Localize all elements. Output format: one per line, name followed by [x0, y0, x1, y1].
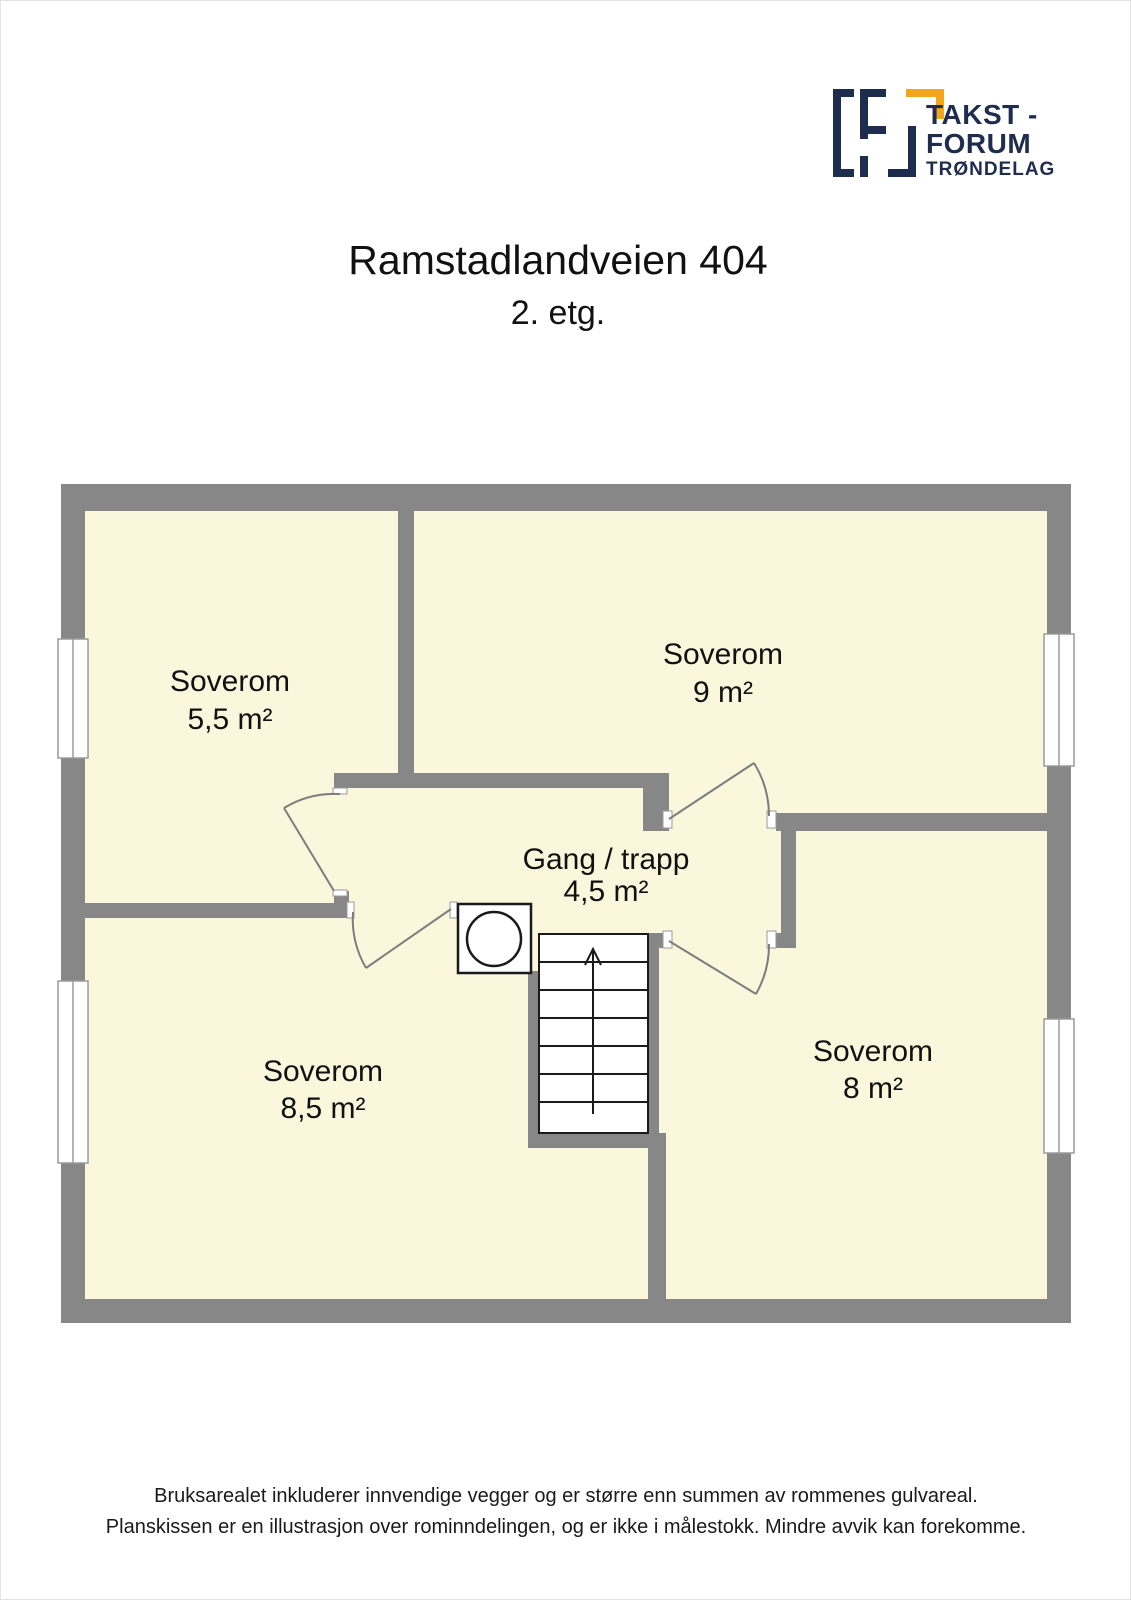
door-jambs — [332, 787, 777, 949]
room-area-bedroom85: 8,5 m² — [280, 1092, 365, 1125]
wall-between-top-bedrooms — [398, 511, 414, 773]
door-swing-bedroom9 — [668, 762, 771, 820]
wall-stub-right-of-door8 — [771, 933, 796, 948]
disclaimer: Bruksarealet inkluderer innvendige vegge… — [106, 1485, 1026, 1538]
logo-corner-accent — [906, 89, 944, 119]
door-jamb — [662, 930, 673, 949]
wall-bedroom85-bedroom8 — [648, 1133, 666, 1299]
windows — [57, 633, 1075, 1164]
page-title: Ramstadlandveien 404 — [348, 237, 767, 283]
room-area-hall: 4,5 m² — [563, 875, 648, 908]
floorplan-brackets-icon — [833, 89, 916, 177]
staircase-icon — [538, 933, 649, 1134]
room-label-bedroom8: Soverom — [813, 1035, 933, 1068]
wall-outer-bottom — [61, 1299, 1071, 1323]
door-jamb — [662, 810, 673, 829]
takstforum-logo: TAKST - FORUM TRØNDELAG — [833, 89, 1055, 180]
door-jamb — [766, 930, 777, 949]
wall-stair-right — [648, 933, 659, 1148]
wall-outer-right — [1047, 484, 1071, 1323]
wall-bedroom9-bedroom8 — [776, 813, 1047, 831]
door-swing-bedroom8 — [668, 940, 771, 995]
chimney-icon — [456, 902, 533, 975]
room-area-bedroom55: 5,5 m² — [187, 703, 272, 736]
logo-text-line2: FORUM — [926, 128, 1031, 159]
door-swing-bedroom55 — [283, 792, 341, 892]
wall-stair-bottom — [528, 1133, 659, 1148]
wall-hall-top — [334, 773, 669, 788]
walls — [61, 484, 1071, 1323]
room-label-bedroom9: Soverom — [663, 638, 783, 671]
door-jamb — [766, 810, 777, 829]
disclaimer-line1: Bruksarealet inkluderer innvendige vegge… — [154, 1485, 978, 1507]
logo-text-line3: TRØNDELAG — [926, 159, 1055, 180]
page-subtitle: 2. etg. — [511, 294, 606, 332]
logo-text-line1: TAKST - — [926, 99, 1038, 130]
room-area-bedroom9: 9 m² — [693, 676, 753, 709]
wall-outer-left — [61, 484, 85, 1323]
wall-hall-right — [781, 831, 796, 933]
disclaimer-line2: Planskissen er en illustrasjon over romi… — [106, 1516, 1026, 1538]
doors — [283, 762, 771, 995]
room-label-hall: Gang / trapp — [523, 843, 690, 876]
room-label-bedroom85: Soverom — [263, 1055, 383, 1088]
floorplan-drawing: Soverom 5,5 m² Soverom 9 m² Gang / trapp… — [57, 484, 1075, 1323]
room-label-bedroom55: Soverom — [170, 665, 290, 698]
wall-outer-top — [61, 484, 1071, 511]
door-jamb — [346, 901, 355, 919]
wall-bedroom55-bedroom85 — [85, 903, 349, 918]
room-labels: Soverom 5,5 m² Soverom 9 m² Gang / trapp… — [170, 638, 933, 1125]
room-area-bedroom8: 8 m² — [843, 1072, 903, 1105]
door-jamb — [332, 889, 348, 897]
door-swing-bedroom85 — [351, 908, 452, 969]
wall-stair-left — [528, 971, 539, 1148]
